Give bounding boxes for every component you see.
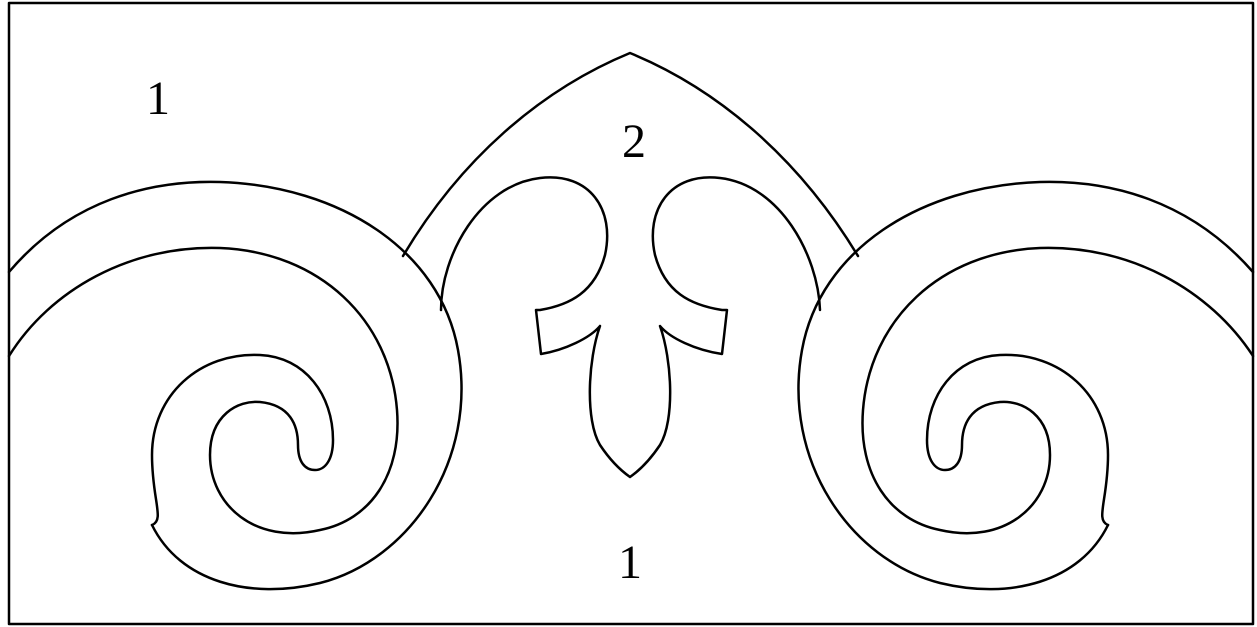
region-label-top-left: 1 [146,72,170,125]
region-label-arch: 2 [622,115,646,168]
frame-border [9,3,1253,624]
fleur-de-lis-shape [441,177,820,477]
region-label-bottom-center: 1 [618,536,642,589]
right-scroll-spiral [862,248,1253,533]
left-scroll-spiral [9,248,398,533]
